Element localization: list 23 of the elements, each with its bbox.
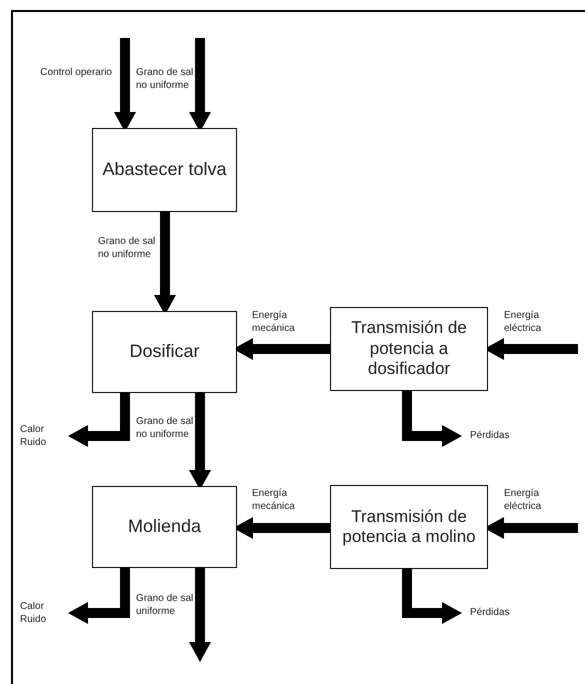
process-box	[92, 311, 237, 393]
edge-label: Energía eléctrica	[504, 309, 542, 335]
edge-label: Calor Ruido	[20, 600, 48, 626]
process-box	[92, 486, 237, 568]
edge-label: Energía mecánica	[252, 487, 296, 513]
edge-label: Calor Ruido	[20, 423, 48, 449]
process-box	[92, 128, 237, 212]
box-text: Transmisión de potencia a molino	[341, 506, 477, 548]
edge-label: Energía eléctrica	[504, 487, 542, 513]
process-box	[330, 485, 488, 569]
process-box	[330, 307, 488, 391]
box-text: Dosificar	[129, 341, 200, 363]
box-text: Abastecer tolva	[102, 159, 227, 181]
edge-label: Grano de sal no uniforme	[136, 66, 194, 92]
box-text: Molienda	[128, 516, 202, 538]
edge-label: Control operario	[39, 66, 112, 79]
box-text: Transmisión de potencia a dosificador	[350, 318, 468, 380]
edge-label: Pérdidas	[470, 429, 510, 442]
edge-label: Grano de sal no uniforme	[136, 415, 194, 441]
edge-label: Energía mecánica	[252, 309, 296, 335]
edge-label: Pérdidas	[470, 606, 510, 619]
edge-label: Grano de sal uniforme	[136, 592, 194, 618]
edge-label: Grano de sal no uniforme	[98, 235, 156, 261]
